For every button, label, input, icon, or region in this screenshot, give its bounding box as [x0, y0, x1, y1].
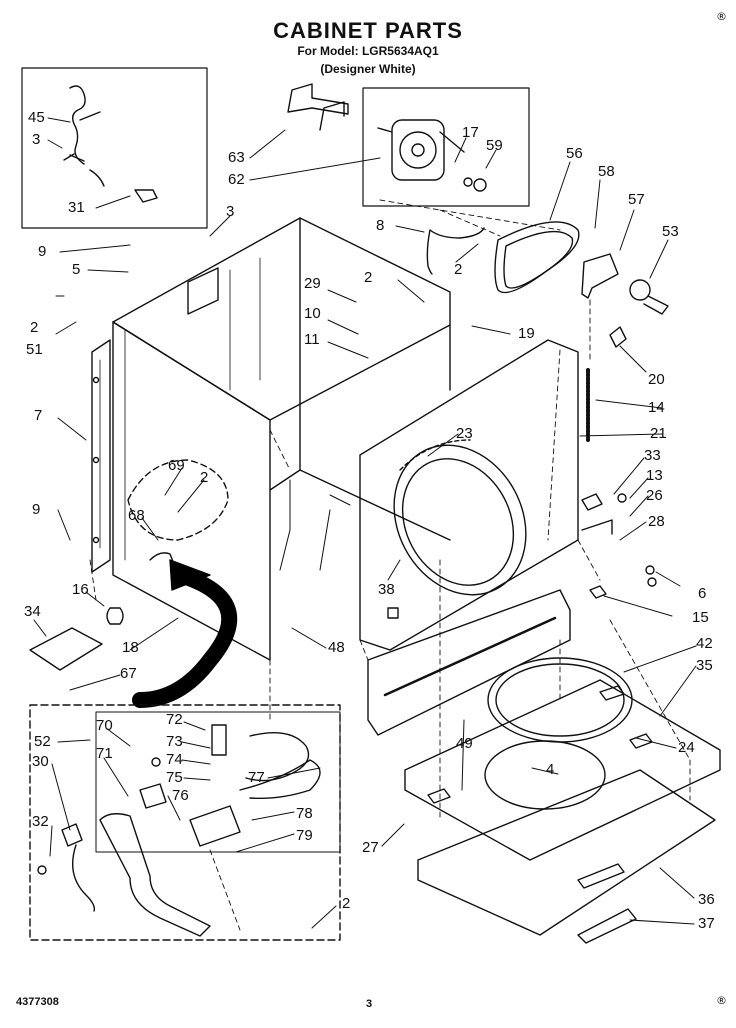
callout-label: 14: [648, 399, 665, 416]
side-panel: [91, 339, 111, 573]
callout-label: 24: [678, 739, 695, 756]
registration-mark: ®: [716, 994, 727, 1007]
callout-label: 20: [648, 371, 665, 388]
callout-label: 48: [328, 639, 345, 656]
callout-label: 73: [166, 733, 183, 750]
callout-label: 68: [128, 507, 145, 524]
callout-label: 18: [122, 639, 139, 656]
callout-label: 35: [696, 657, 713, 674]
callout-label: 42: [696, 635, 713, 652]
page-number: 3: [366, 998, 373, 1010]
motor-mount-brackets: [287, 83, 349, 131]
callout-label: 59: [486, 137, 503, 154]
callout-label: 8: [376, 217, 385, 234]
callout-label: 67: [120, 665, 137, 682]
callout-label: 3: [226, 203, 235, 220]
callout-label: 16: [72, 581, 89, 598]
callout-label: 77: [248, 769, 265, 786]
callout-label: 36: [698, 891, 715, 908]
drive-belt: [494, 221, 580, 294]
callout-label: 49: [456, 735, 473, 752]
callout-label: 57: [628, 191, 645, 208]
idler-bracket: [581, 253, 619, 299]
leveling-leg: [106, 607, 124, 625]
callout-label: 63: [228, 149, 245, 166]
callout-label: 38: [378, 581, 395, 598]
callout-label: 70: [96, 717, 113, 734]
callout-label: 10: [304, 305, 321, 322]
callout-label: 17: [462, 124, 479, 141]
motor-inset: [362, 87, 530, 207]
callout-label: 31: [68, 199, 85, 216]
callout-label: 71: [96, 745, 113, 762]
floor-pad: [29, 627, 103, 671]
idler-pulley: [629, 279, 669, 315]
callout-label: 51: [26, 341, 43, 358]
registration-mark: ®: [716, 10, 727, 23]
document-number: 4377308: [16, 996, 59, 1008]
access-cutout: [127, 459, 229, 565]
color-line: (Designer White): [320, 62, 416, 76]
front-panel: [359, 339, 579, 651]
callout-label: 4: [546, 761, 555, 778]
base-pan: [417, 769, 716, 936]
callout-label: 56: [566, 145, 583, 162]
callout-label: 37: [698, 915, 715, 932]
model-line: For Model: LGR5634AQ1: [297, 44, 439, 58]
base-assembly: [404, 657, 721, 861]
callout-label: 13: [646, 467, 663, 484]
callout-label: 2: [454, 261, 463, 278]
callout-label: 26: [646, 487, 663, 504]
page-title: CABINET PARTS: [273, 18, 463, 43]
callout-label: 3: [32, 131, 41, 148]
callout-label: 6: [698, 585, 707, 602]
callout-label: 58: [598, 163, 615, 180]
callout-label: 5: [72, 261, 81, 278]
terminal-block-inset: [29, 704, 341, 941]
callout-label: 11: [304, 331, 320, 348]
callout-label: 45: [28, 109, 45, 126]
toe-panel: [367, 589, 571, 736]
callout-label: 19: [518, 325, 535, 342]
callout-label: 30: [32, 753, 49, 770]
callout-label: 21: [650, 425, 667, 442]
callout-label: 23: [456, 425, 473, 442]
callout-label: 72: [166, 711, 183, 728]
callout-label: 53: [662, 223, 679, 240]
callout-label: 78: [296, 805, 313, 822]
callout-label: 32: [32, 813, 49, 830]
callout-label: 2: [364, 269, 373, 286]
callout-leaders: [33, 117, 697, 929]
alignment-lines: [89, 199, 691, 931]
callout-label: 52: [34, 733, 51, 750]
callout-label: 76: [172, 787, 189, 804]
callout-label: 79: [296, 827, 313, 844]
callout-label: 34: [24, 603, 41, 620]
callout-label: 2: [342, 895, 351, 912]
callout-label: 7: [34, 407, 43, 424]
assembly-arrow-head: [169, 559, 211, 591]
callout-label: 2: [200, 469, 209, 486]
callout-label: 29: [304, 275, 321, 292]
callout-label: 75: [166, 769, 183, 786]
wire-harness: [426, 227, 485, 275]
callout-label: 28: [648, 513, 665, 530]
callout-label: 27: [362, 839, 379, 856]
power-cord-inset: [21, 67, 208, 229]
callout-label: 74: [166, 751, 183, 768]
foot-pad: [577, 908, 637, 944]
callout-label: 33: [644, 447, 661, 464]
callout-label: 9: [32, 501, 41, 518]
cabinet-frame: [112, 217, 451, 661]
callout-label: 62: [228, 171, 245, 188]
right-side-fasteners: [581, 326, 657, 599]
callout-label: 2: [30, 319, 39, 336]
callout-label: 9: [38, 243, 47, 260]
assembly-arrow-shaft: [132, 567, 238, 708]
callout-label: 15: [692, 609, 709, 626]
callout-label: 69: [168, 457, 185, 474]
